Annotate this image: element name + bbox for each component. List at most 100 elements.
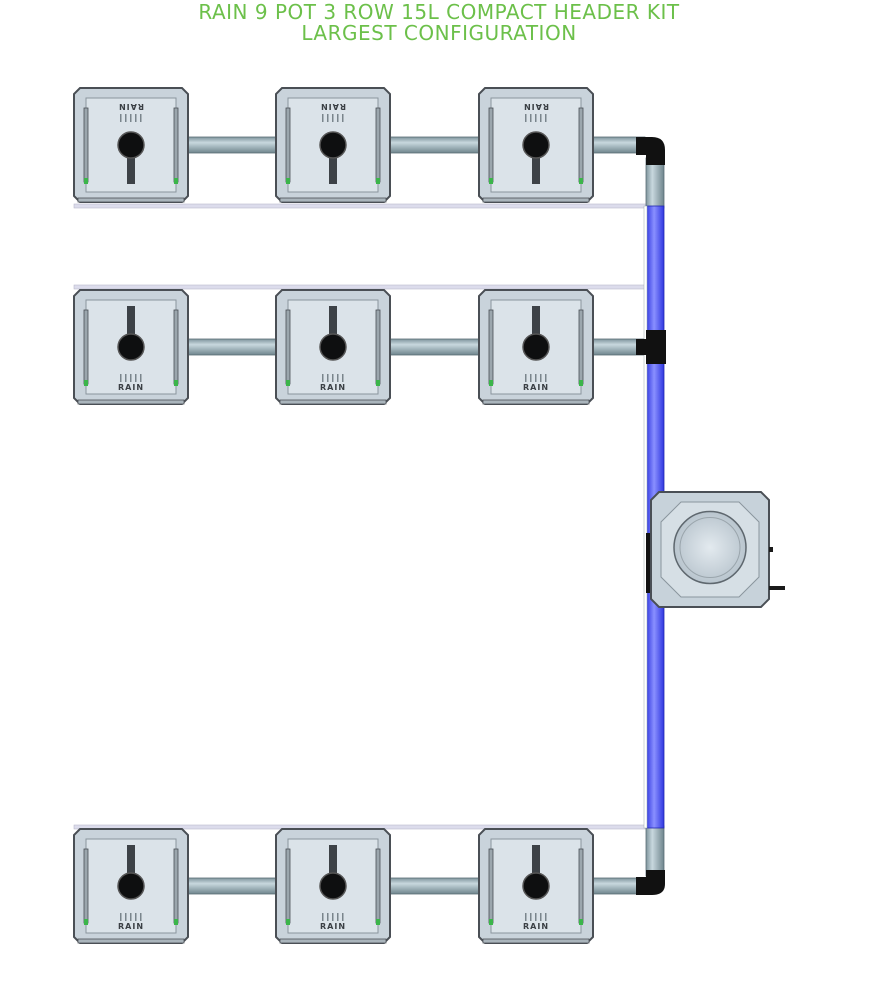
pot-clip [375, 107, 381, 183]
pot-base [482, 938, 590, 944]
pot-brand-label: RAIN [523, 102, 549, 111]
pot-brand-label: RAIN [118, 922, 144, 931]
pot-base [279, 938, 387, 944]
pot-clip [173, 107, 179, 183]
header-pipe-edge [643, 205, 648, 829]
pot-vent [322, 374, 324, 382]
pot: RAIN [478, 828, 594, 944]
pot-base [279, 197, 387, 203]
reservoir [650, 491, 785, 608]
pot: RAIN [275, 289, 391, 405]
pot-clip [578, 309, 584, 385]
pot-brand-label: RAIN [523, 383, 549, 392]
pot-base [77, 938, 185, 944]
pot-base [77, 399, 185, 405]
pot-clip-marker [376, 919, 380, 925]
pot-clip-marker [489, 178, 493, 184]
pot-vent [535, 913, 537, 921]
pot-vent [540, 913, 542, 921]
title-line-2: LARGEST CONFIGURATION [301, 21, 577, 45]
pot: RAIN [478, 289, 594, 405]
pot-brand-label: RAIN [523, 922, 549, 931]
pot-vent [135, 374, 137, 382]
pot-base [77, 197, 185, 203]
pot-drain-hole [522, 333, 550, 361]
pot: RAIN [478, 87, 594, 203]
pot-brand-label: RAIN [320, 102, 346, 111]
pot-stem [127, 845, 135, 890]
header-pipe-bottom [645, 825, 665, 877]
elbow-fittings [636, 137, 666, 895]
pot-clip [285, 848, 291, 924]
header-pipe-top [645, 157, 665, 209]
pot: RAIN [73, 289, 189, 405]
pot-vent [327, 114, 329, 122]
reservoir-lid-ring [679, 517, 741, 578]
pot: RAIN [73, 87, 189, 203]
pot-clip [285, 309, 291, 385]
pot-stem [532, 306, 540, 351]
pot-clip [578, 848, 584, 924]
title-line-1: RAIN 9 POT 3 ROW 15L COMPACT HEADER KIT [198, 0, 680, 24]
pot-clip [285, 107, 291, 183]
pot-vent [135, 913, 137, 921]
pot-stem [127, 145, 135, 184]
pot-clip [173, 309, 179, 385]
pot-drain-hole [117, 333, 145, 361]
pot-vent [530, 114, 532, 122]
pot-clip [173, 848, 179, 924]
pot-drain-hole [522, 872, 550, 900]
pot-stem [532, 845, 540, 890]
pot-clip-marker [376, 178, 380, 184]
tee-middle [646, 330, 666, 364]
pot-stem [127, 306, 135, 351]
pot-vent [337, 114, 339, 122]
pot-clip [375, 309, 381, 385]
pot: RAIN [275, 828, 391, 944]
pot-vent [337, 374, 339, 382]
pot-vent [545, 114, 547, 122]
pot-vent [327, 374, 329, 382]
pots: RAIN RAIN RAIN RAIN RAIN RAIN RAIN RAIN RAIN [73, 87, 594, 944]
pot-stem [329, 845, 337, 890]
pot-clip-marker [286, 178, 290, 184]
pot-vent [525, 374, 527, 382]
pot-clip-marker [376, 380, 380, 386]
pot-base [482, 399, 590, 405]
pot-vent [125, 913, 127, 921]
pot-clip [578, 107, 584, 183]
pot-clip [83, 309, 89, 385]
pot-vent [535, 114, 537, 122]
pot-vent [332, 114, 334, 122]
pot-base [279, 399, 387, 405]
pot-vent [125, 374, 127, 382]
reservoir-port [769, 547, 773, 552]
pot-vent [342, 374, 344, 382]
pot-vent [342, 114, 344, 122]
reservoir-lid [673, 510, 747, 585]
pot-clip [83, 107, 89, 183]
diagram-title: RAIN 9 POT 3 ROW 15L COMPACT HEADER KIT … [0, 2, 878, 44]
feed-pipes [179, 136, 646, 895]
pot: RAIN [275, 87, 391, 203]
pot-brand-label: RAIN [320, 383, 346, 392]
pot-vent [530, 913, 532, 921]
pot-drain-hole [117, 872, 145, 900]
pot-drain-hole [319, 872, 347, 900]
pot-vent [337, 913, 339, 921]
pot-clip-marker [489, 380, 493, 386]
pot-drain-hole [117, 131, 145, 159]
pot-stem [329, 306, 337, 351]
pot-clip [375, 848, 381, 924]
pot-vent [525, 913, 527, 921]
elbow-bottom [636, 870, 665, 895]
pot-brand-label: RAIN [118, 383, 144, 392]
pot-brand-label: RAIN [118, 102, 144, 111]
pot-vent [120, 374, 122, 382]
reservoir-drain [769, 586, 785, 590]
pot-vent [540, 114, 542, 122]
pot-vent [545, 913, 547, 921]
pot-clip [488, 309, 494, 385]
pot-vent [322, 913, 324, 921]
pot-vent [332, 374, 334, 382]
